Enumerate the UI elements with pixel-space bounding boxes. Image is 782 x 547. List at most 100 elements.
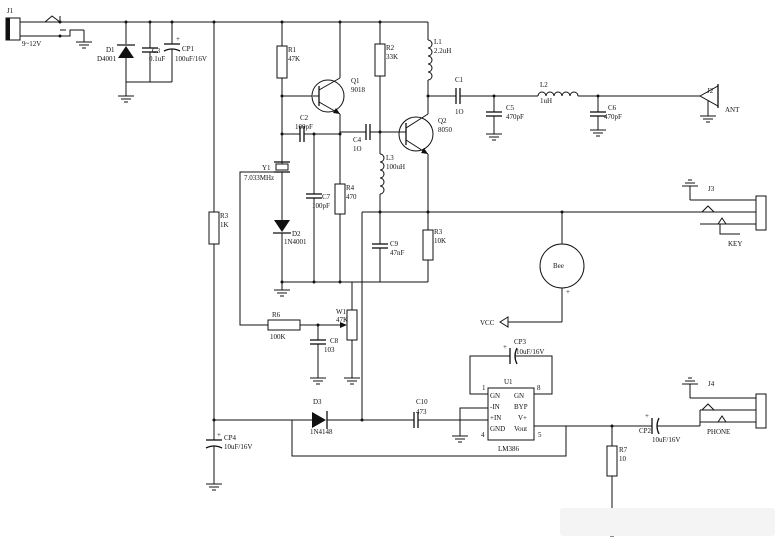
crystal-y1 (274, 161, 290, 173)
label-l3: L3 (386, 154, 394, 162)
ground-j1 (76, 30, 92, 49)
label-q2-value: 8050 (438, 126, 453, 134)
label-j3: J3 (708, 185, 715, 193)
label-w1: W1 (336, 308, 347, 316)
label-u1: U1 (504, 378, 513, 386)
label-w1-value: 47K (336, 316, 348, 324)
resistor-r1 (276, 45, 288, 79)
inductor-l2 (537, 91, 579, 97)
svg-text:GN: GN (514, 392, 524, 400)
diode-d1 (117, 44, 135, 58)
svg-text:+: + (503, 343, 507, 351)
watermark-strip (560, 508, 775, 536)
label-d2-value: 1N4001 (284, 238, 307, 246)
label-cp4-value: 10uF/16V (224, 443, 252, 451)
vcc-terminal (499, 316, 509, 328)
transistor-q2 (398, 113, 434, 155)
label-r6: R6 (272, 311, 281, 319)
ground-cp4 (206, 483, 222, 491)
capacitor-cp3: + (503, 343, 518, 365)
label-cp3: CP3 (514, 338, 527, 346)
resistor-r3-10k (422, 229, 434, 261)
svg-text:-IN: -IN (490, 403, 500, 411)
label-d3: D3 (313, 398, 322, 406)
label-r4-value: 470 (346, 193, 357, 201)
label-c8: C8 (330, 337, 339, 345)
label-l3-value: 100uH (386, 163, 405, 171)
ic-lm386: GN -IN +IN GND GN BYP V+ Vout (487, 387, 535, 441)
label-c1-value: 1O (455, 108, 464, 116)
capacitor-c7 (306, 193, 322, 199)
jack-j3 (682, 179, 767, 235)
label-l1-value: 2.2uH (434, 47, 451, 55)
label-r7: R7 (619, 446, 628, 454)
label-r1: R1 (288, 46, 297, 54)
label-j1: J1 (7, 7, 14, 15)
label-c5: C5 (506, 104, 515, 112)
inductor-l1 (427, 39, 433, 81)
label-r3: R3 (220, 212, 229, 220)
resistor-r3-1k (208, 211, 220, 245)
diode-d2 (273, 220, 291, 234)
label-r3b: R3 (434, 228, 443, 236)
label-c3-value: 0.1uF (149, 55, 165, 63)
label-r1-value: 47K (288, 55, 300, 63)
label-cp1: CP1 (182, 45, 195, 53)
ground-c6 (590, 129, 606, 137)
label-c6: C6 (608, 104, 617, 112)
label-d2: D2 (292, 230, 301, 238)
label-r3-value: 1K (220, 221, 229, 229)
antenna-j2 (698, 84, 719, 123)
label-y1: Y1 (262, 164, 271, 172)
jack-j1 (5, 15, 84, 41)
svg-text:GND: GND (490, 425, 505, 433)
label-c7-value: 100pF (312, 202, 330, 210)
svg-text:BYP: BYP (514, 403, 528, 411)
label-c7: C7 (322, 193, 331, 201)
svg-text:+: + (217, 431, 221, 439)
label-j2: J2 (707, 87, 714, 95)
label-c8-value: 103 (324, 346, 335, 354)
label-j1-value: 9~12V (22, 40, 41, 48)
label-d1: D1 (106, 46, 115, 54)
svg-text:+: + (645, 412, 649, 420)
ground-c8 (310, 377, 326, 385)
label-c3: C3 (152, 47, 161, 55)
label-c10: C10 (416, 398, 428, 406)
label-c6-value: 470pF (604, 113, 622, 121)
buzzer-bee: + (539, 243, 585, 296)
label-r4: R4 (346, 184, 355, 192)
label-pin1: 1 (482, 384, 486, 392)
label-cp2: CP2 (639, 427, 652, 435)
label-cp1-value: 100uF/16V (175, 55, 207, 63)
inductor-l3 (379, 153, 385, 195)
resistor-r4 (334, 183, 346, 215)
capacitor-c9 (372, 243, 388, 249)
label-q1-value: 9018 (351, 86, 366, 94)
capacitor-c4 (365, 124, 371, 140)
label-r6-value: 100K (270, 333, 286, 341)
label-r2: R2 (386, 44, 395, 52)
label-j4: J4 (708, 380, 715, 388)
capacitor-c1 (455, 88, 461, 104)
label-d3-value: 1N4148 (310, 428, 333, 436)
label-c9: C9 (390, 240, 399, 248)
label-r3b-value: 10K (434, 237, 446, 245)
capacitor-c8 (310, 339, 326, 345)
label-c5-value: 470pF (506, 113, 524, 121)
label-l1: L1 (434, 38, 442, 46)
ground-c5 (486, 133, 502, 141)
label-q1: Q1 (351, 77, 360, 85)
label-vcc: VCC (480, 319, 495, 327)
label-pin8: 8 (537, 384, 541, 392)
label-lm386: LM386 (498, 445, 520, 453)
label-c4-value: 1O (353, 145, 362, 153)
label-q2: Q2 (438, 117, 447, 125)
label-r2-value: 33K (386, 53, 398, 61)
diode-d3 (312, 411, 328, 429)
svg-text:V+: V+ (518, 414, 527, 422)
label-key: KEY (728, 240, 742, 248)
label-c2: C2 (300, 114, 309, 122)
